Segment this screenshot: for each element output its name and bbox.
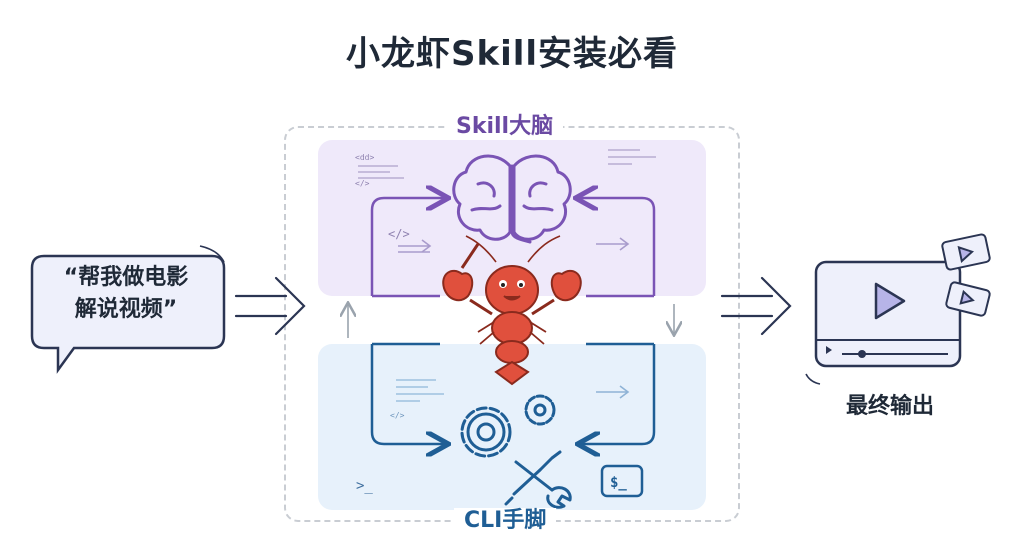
cli-loop-left-arrow (370, 344, 446, 444)
cli-mini-arrows (596, 385, 630, 399)
skill-loop-left-arrow (370, 198, 446, 296)
gears-tools-icon (460, 394, 572, 509)
tag-close: </> (355, 179, 370, 188)
film-clip-icon (941, 233, 991, 317)
cli-hands-label: CLI手脚 (454, 508, 557, 534)
output-flow-arrow (720, 276, 792, 336)
skill-code-decor: <dd> </> (355, 153, 374, 188)
svg-text:$_: $_ (610, 475, 627, 491)
cli-loop-right-arrow (580, 344, 656, 444)
page-title: 小龙虾Skill安装必看 (345, 34, 679, 74)
cli-tag-close: </> (390, 411, 405, 420)
lobster-mascot-icon (442, 235, 582, 386)
request-line-2: 解说视频” (74, 297, 178, 322)
code-arrow-tag: </> (388, 227, 410, 241)
input-flow-arrow (234, 276, 306, 336)
speech-bubble (30, 245, 226, 374)
prompt-symbol: >_ (356, 478, 373, 494)
input-request-text: “帮我做电影 解说视频” (38, 262, 214, 326)
request-line-1: “帮我做电影 (63, 265, 189, 290)
video-player-icon (805, 260, 962, 385)
cli-code-lines-decor (396, 379, 444, 402)
brain-icon (452, 154, 572, 244)
skill-mini-arrows (398, 237, 630, 253)
skill-loop-right-arrow (578, 198, 656, 296)
skill-brain-label: Skill大脑 (446, 114, 564, 140)
final-output-label: 最终输出 (845, 394, 934, 419)
tag-dd: <dd> (355, 153, 374, 162)
terminal-icon: $_ (600, 464, 644, 498)
code-lines-decor (358, 149, 656, 179)
